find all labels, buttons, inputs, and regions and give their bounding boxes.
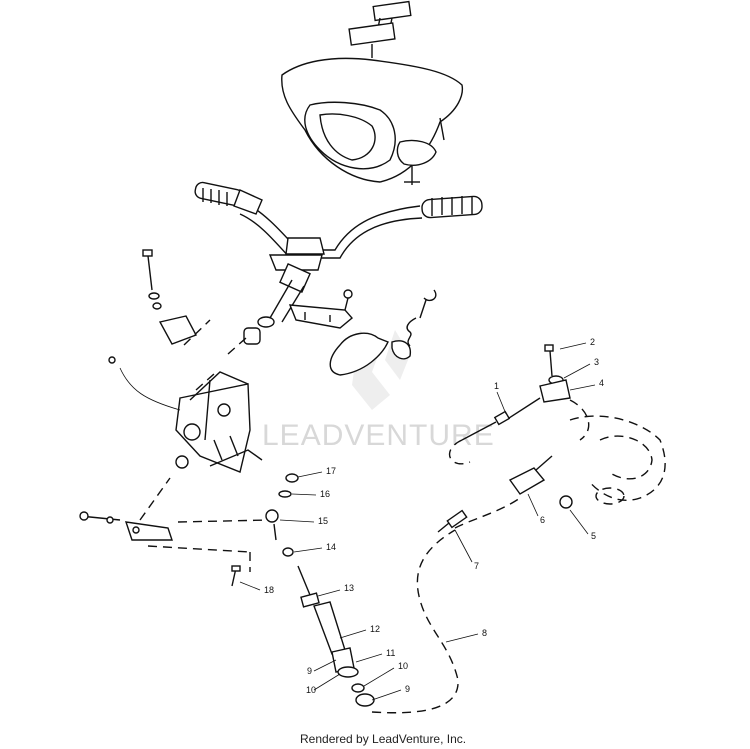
watermark-text: LEADVENTURE bbox=[262, 419, 495, 452]
callout-6: 6 bbox=[540, 515, 545, 525]
connector-block bbox=[348, 0, 412, 58]
steering-bushings bbox=[195, 316, 275, 391]
lower-cable bbox=[297, 565, 375, 707]
ball-joint-stack bbox=[231, 473, 299, 587]
top-bolt bbox=[142, 249, 211, 346]
callout-7: 7 bbox=[474, 561, 479, 571]
callout-1: 1 bbox=[494, 381, 499, 391]
callout-9-upper: 9 bbox=[307, 666, 312, 676]
callout-13: 13 bbox=[344, 583, 354, 593]
callout-10-left: 10 bbox=[306, 685, 316, 695]
callout-5: 5 bbox=[591, 531, 596, 541]
callout-2: 2 bbox=[590, 337, 595, 347]
callout-10-right: 10 bbox=[398, 661, 408, 671]
callout-3: 3 bbox=[594, 357, 599, 367]
callout-17: 17 bbox=[326, 466, 336, 476]
steering-support bbox=[108, 356, 263, 521]
cable-route bbox=[371, 497, 521, 714]
callout-18: 18 bbox=[264, 585, 274, 595]
steering-arm bbox=[79, 511, 271, 572]
handlebar-clamp bbox=[288, 289, 353, 329]
callout-11: 11 bbox=[386, 648, 395, 658]
callout-14: 14 bbox=[326, 542, 336, 552]
throttle-lever bbox=[329, 289, 437, 376]
upper-cable bbox=[448, 344, 590, 509]
callouts: 1 2 3 4 5 6 7 8 9 10 11 12 13 14 15 16 1… bbox=[239, 337, 604, 701]
callout-8: 8 bbox=[482, 628, 487, 638]
handlebar bbox=[194, 181, 483, 323]
handlebar-cover bbox=[281, 57, 464, 185]
carburetor-outline bbox=[569, 415, 666, 505]
callout-12: 12 bbox=[370, 624, 380, 634]
callout-9-lower: 9 bbox=[405, 684, 410, 694]
footer-credit: Rendered by LeadVenture, Inc. bbox=[300, 732, 466, 746]
callout-15: 15 bbox=[318, 516, 328, 526]
cable-end bbox=[437, 455, 553, 533]
callout-16: 16 bbox=[320, 489, 330, 499]
callout-4: 4 bbox=[599, 378, 604, 388]
